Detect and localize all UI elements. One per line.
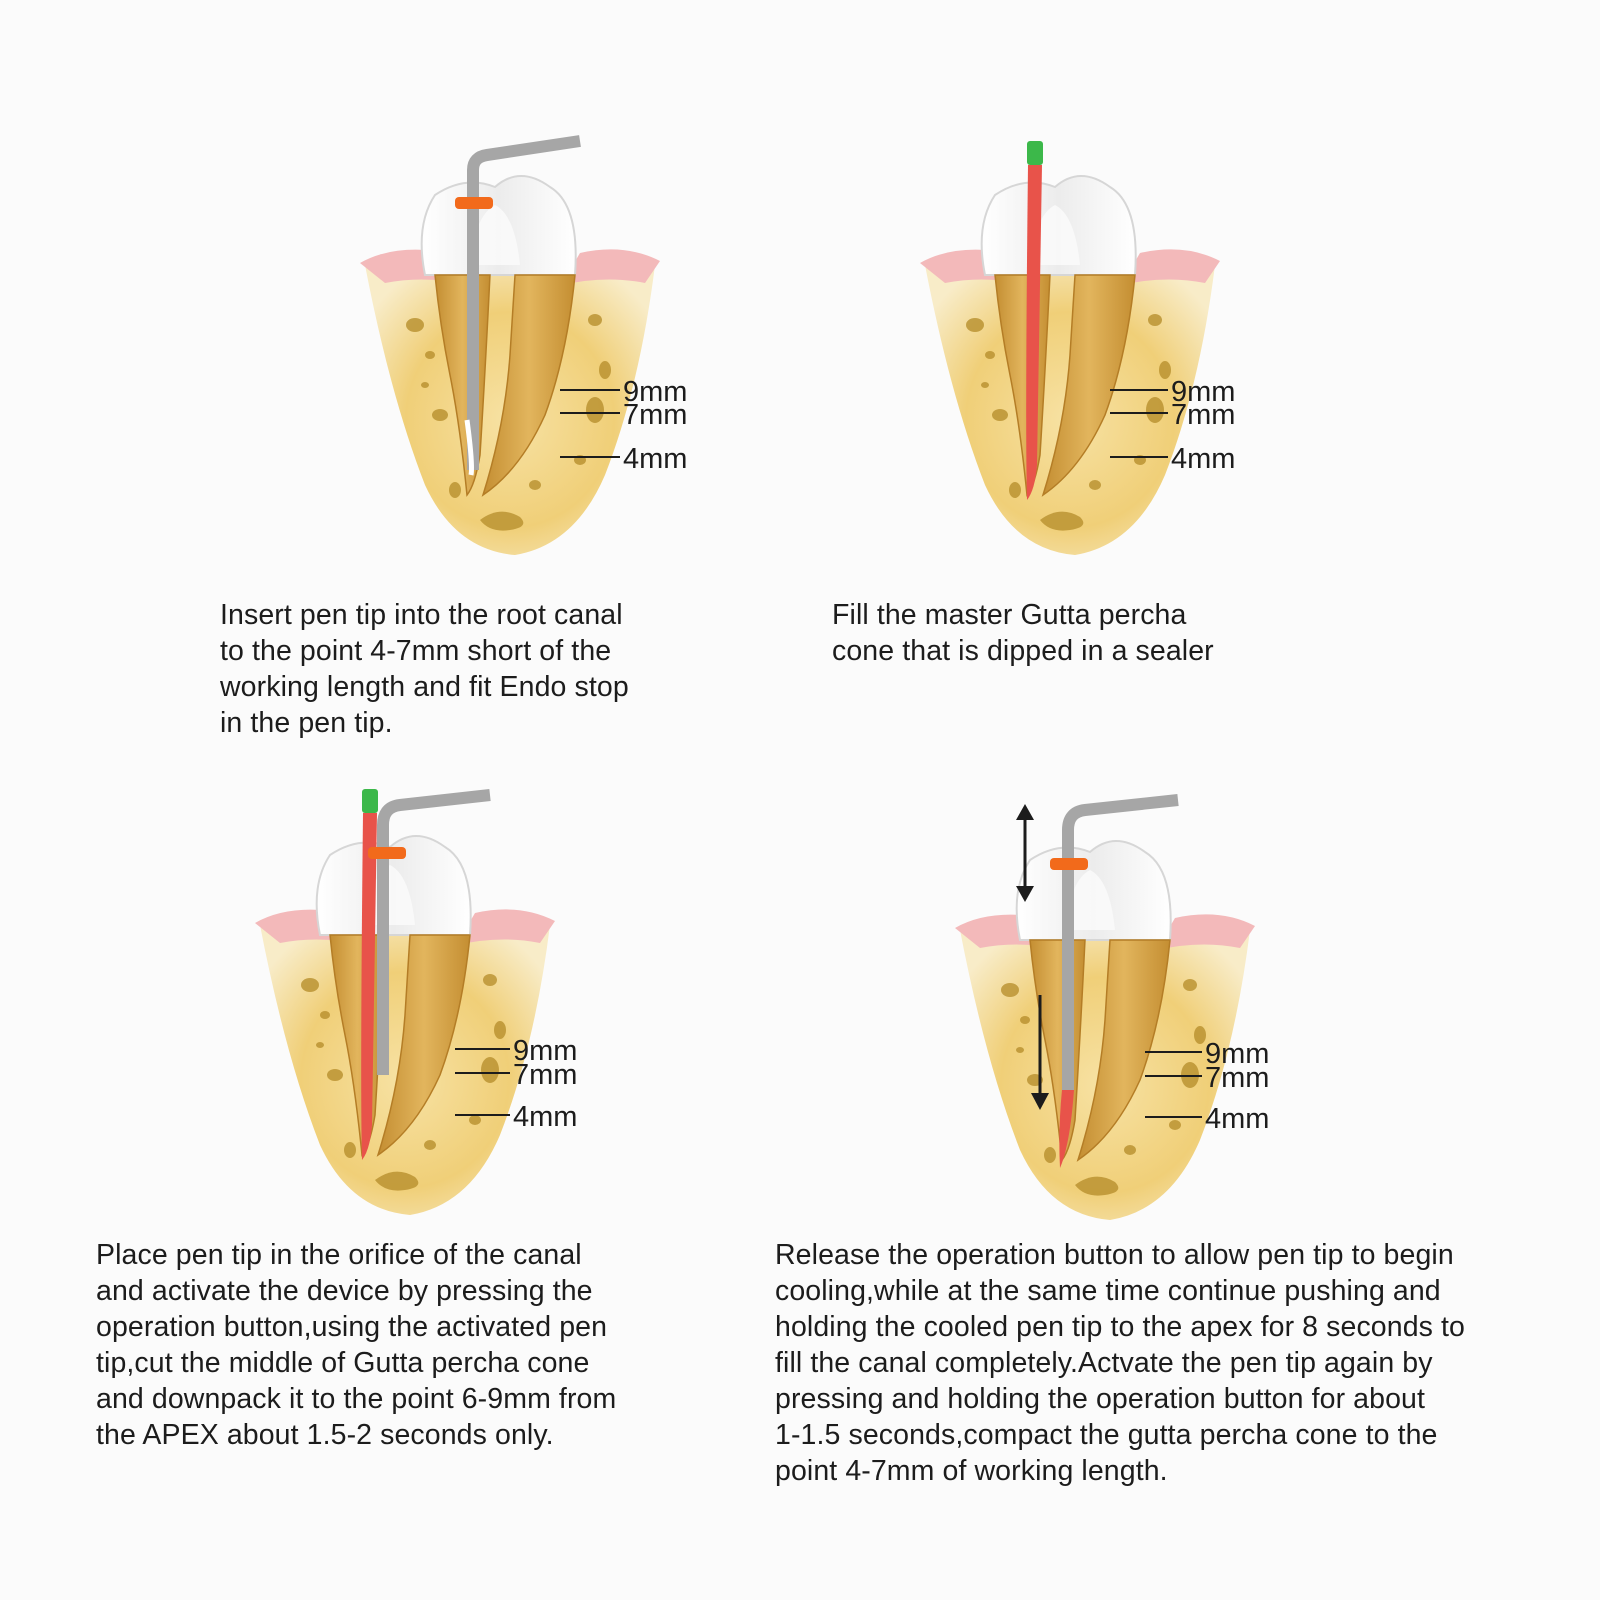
- label-4mm: 4mm: [1171, 443, 1235, 475]
- gutta-percha-cone-icon: [361, 813, 377, 1160]
- label-9mm: 9mm: [623, 376, 687, 408]
- gutta-cap-icon: [1027, 141, 1043, 165]
- plugger-icon: [1062, 794, 1179, 1090]
- gutta-percha-cone-icon: [1026, 165, 1042, 500]
- label-4mm: 4mm: [513, 1101, 577, 1133]
- label-9mm: 9mm: [513, 1035, 577, 1067]
- label-4mm: 4mm: [1205, 1103, 1269, 1135]
- step-2-caption: Fill the master Gutta percha cone that i…: [832, 599, 1214, 667]
- gutta-percha-fill-icon: [1059, 1090, 1074, 1168]
- endo-stop-icon: [1050, 858, 1088, 870]
- label-7mm: 7mm: [513, 1059, 577, 1091]
- down-arrow-icon: [1031, 995, 1049, 1110]
- step-2-tooth-diagram: 9mm 7mm 4mm: [919, 141, 1235, 556]
- gutta-cap-icon: [362, 789, 378, 813]
- label-7mm: 7mm: [623, 399, 687, 431]
- label-7mm: 7mm: [1205, 1062, 1269, 1094]
- plugger-icon: [467, 135, 581, 470]
- endo-stop-icon: [455, 197, 493, 209]
- label-7mm: 7mm: [1171, 399, 1235, 431]
- up-down-arrow-icon: [1016, 804, 1034, 902]
- step-1-caption: Insert pen tip into the root canal to th…: [220, 599, 629, 739]
- label-9mm: 9mm: [1205, 1038, 1269, 1070]
- plugger-icon: [377, 789, 491, 1075]
- step-1-tooth-diagram: 9mm 7mm 4mm: [359, 135, 687, 556]
- step-3-tooth-diagram: 9mm 7mm 4mm: [254, 789, 577, 1216]
- endo-stop-icon: [368, 847, 406, 859]
- step-4-tooth-diagram: 9mm 7mm 4mm: [954, 794, 1269, 1221]
- step-4-caption: Release the operation button to allow pe…: [775, 1239, 1465, 1487]
- step-3-caption: Place pen tip in the orifice of the cana…: [96, 1239, 617, 1451]
- label-9mm: 9mm: [1171, 376, 1235, 408]
- label-4mm: 4mm: [623, 443, 687, 475]
